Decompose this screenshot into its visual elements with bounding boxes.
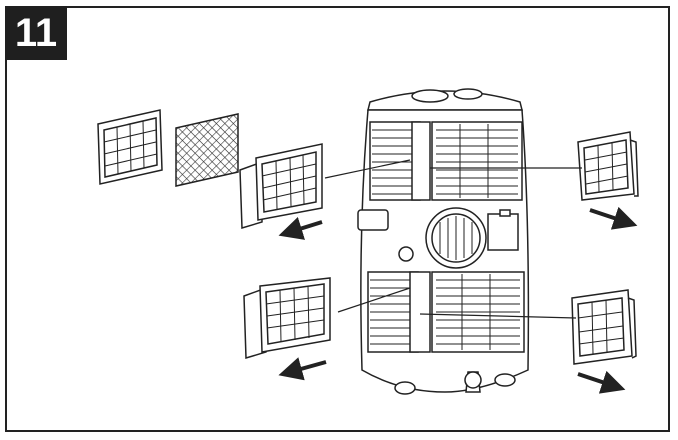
filter-frame-icon bbox=[571, 289, 637, 365]
filter-frame-icon bbox=[243, 277, 331, 359]
filter-frame-icon bbox=[239, 143, 323, 229]
arrow-icon bbox=[577, 370, 626, 394]
arrow-icon bbox=[589, 206, 638, 230]
leader-line bbox=[419, 313, 577, 319]
filter-frame-icon bbox=[577, 131, 639, 201]
mesh-filter-icon bbox=[175, 113, 239, 187]
air-conditioner-icon bbox=[357, 88, 530, 395]
illustration-frame bbox=[5, 6, 670, 432]
leader-line bbox=[324, 159, 411, 179]
arrow-icon bbox=[278, 216, 323, 240]
leader-line bbox=[337, 287, 411, 313]
filter-frame-icon bbox=[97, 109, 163, 185]
arrow-icon bbox=[278, 357, 327, 381]
step-number-badge: 11 bbox=[5, 6, 67, 60]
